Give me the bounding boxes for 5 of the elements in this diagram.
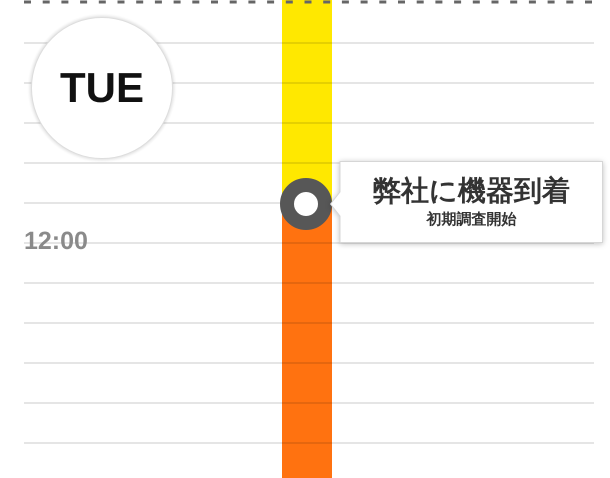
day-label: TUE — [60, 67, 144, 109]
callout-subtitle: 初期調査開始 — [426, 211, 516, 228]
callout-title: 弊社に機器到着 — [373, 176, 570, 208]
callout-bubble — [330, 161, 603, 243]
time-label: 12:00 — [24, 229, 88, 254]
